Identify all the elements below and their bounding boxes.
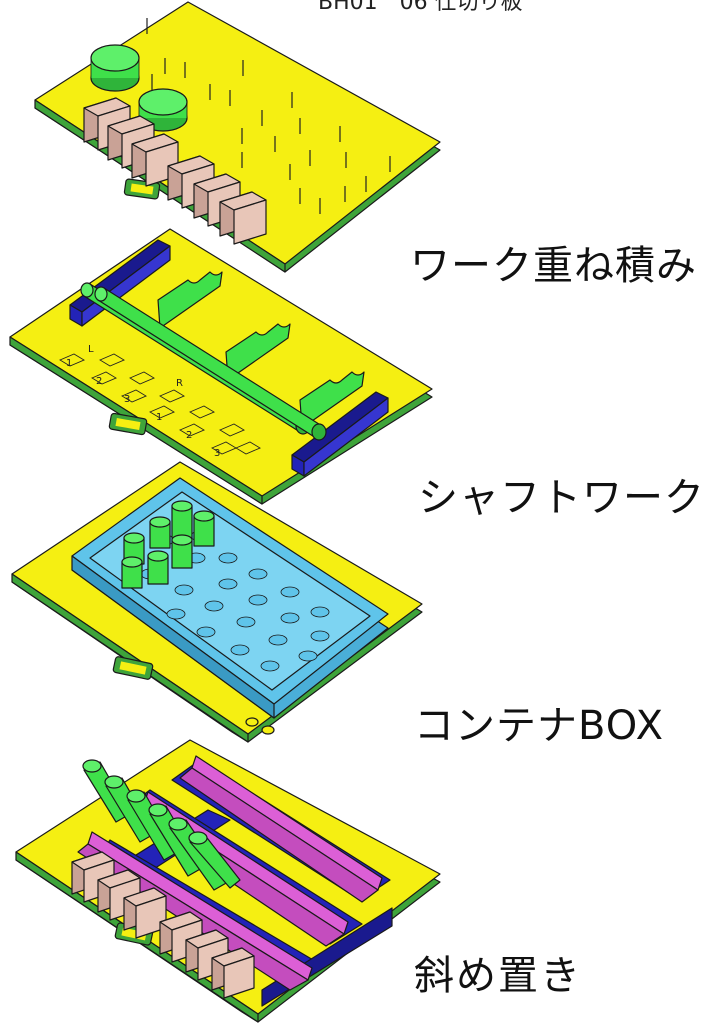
plate-shaft-work: L 1 2 3 R 1 2 3 <box>9 228 433 505</box>
plate-container-box <box>11 461 423 743</box>
caption-shaft-work: シャフトワーク <box>418 475 705 521</box>
caption-stacked-work: ワーク重ね積み <box>410 243 697 289</box>
container-holes <box>140 530 330 672</box>
position-markings <box>59 353 261 455</box>
label-r: R <box>176 378 183 389</box>
label-l2: 2 <box>96 376 102 387</box>
shaft-saddles <box>157 271 365 429</box>
locating-pins <box>146 18 391 214</box>
shafts <box>80 282 327 441</box>
diagonal-cylinders <box>82 759 241 891</box>
plate-diagonal-placement <box>15 739 441 1023</box>
label-l1: 1 <box>66 358 72 369</box>
caption-diagonal-placement: 斜め置き <box>414 953 582 999</box>
label-l: L <box>88 344 94 355</box>
figure-title: BH01 06 仕切り板 <box>318 0 523 15</box>
cylinder-workpieces <box>121 500 215 589</box>
plate-stacked-work <box>34 1 441 273</box>
workpiece-blocks <box>83 97 267 245</box>
workpiece-blocks-diagonal <box>71 851 255 999</box>
label-r1: 1 <box>156 412 162 423</box>
label-l3: 3 <box>124 394 130 405</box>
label-r2: 2 <box>186 430 192 441</box>
caption-container-box: コンテナBOX <box>414 703 665 749</box>
label-r3: 3 <box>214 448 220 459</box>
